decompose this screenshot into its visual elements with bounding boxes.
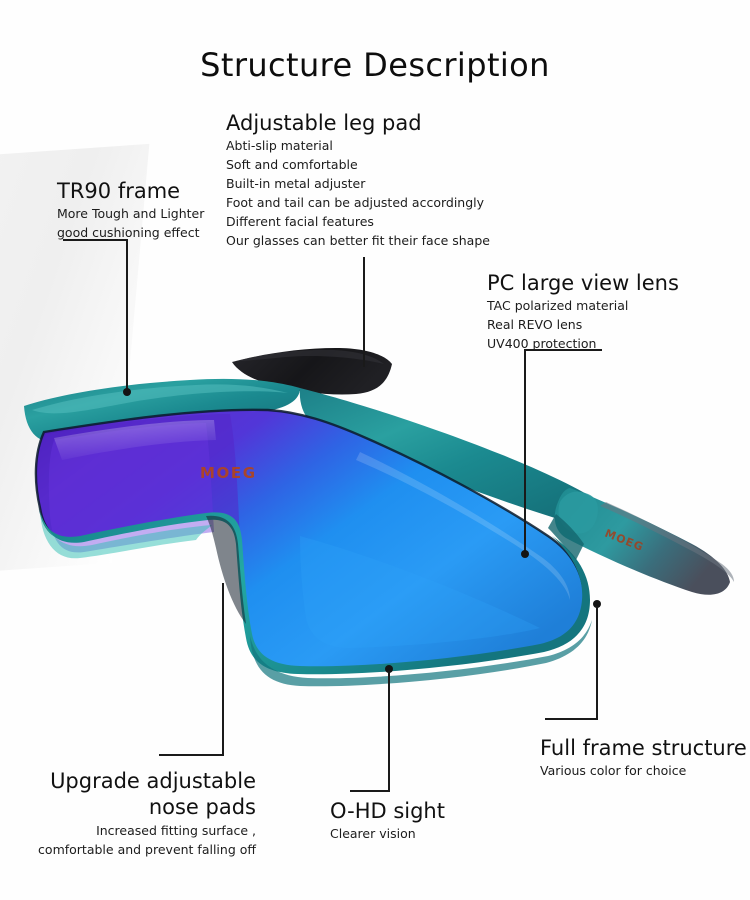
leader-dot-ohd xyxy=(385,665,393,673)
callout-detail-line: Increased fitting surface , xyxy=(96,822,256,838)
callout-detail-line: comfortable and prevent falling off xyxy=(38,841,256,857)
hinge-detail xyxy=(548,514,584,560)
page-title: Structure Description xyxy=(200,46,550,84)
temple-arm-right: MOEG xyxy=(554,488,734,595)
callout-detail-line: Built-in metal adjuster xyxy=(226,176,366,192)
callout-full-frame-structure: Full frame structure Various color for c… xyxy=(540,735,747,780)
callout-detail-line: Soft and comfortable xyxy=(226,157,358,173)
leader-line-ohd-vertical xyxy=(388,671,390,791)
callout-detail-line: Foot and tail can be adjusted accordingl… xyxy=(226,195,485,211)
lens-brand-logo: MOEG xyxy=(200,464,257,482)
leader-dot-tr90 xyxy=(123,388,131,396)
leader-dot-full-frame xyxy=(593,600,601,608)
callout-heading: Adjustable leg pad xyxy=(226,111,422,135)
leader-line-nose-pads-horizontal xyxy=(159,754,224,756)
frame-lower-rim xyxy=(38,506,592,687)
callout-detail-line: UV400 protection xyxy=(487,336,597,352)
callout-detail-line: TAC polarized material xyxy=(487,298,629,314)
leader-line-tr90-horizontal xyxy=(63,239,128,241)
leader-line-ohd-horizontal xyxy=(350,790,390,792)
leader-line-leg-pad-vertical xyxy=(363,257,365,367)
callout-heading: O-HD sight xyxy=(330,799,445,823)
sunglasses-product-image: MOEG MOEG xyxy=(0,336,750,726)
callout-detail-line: Different facial features xyxy=(226,214,374,230)
leader-dot-pc-lens xyxy=(521,550,529,558)
callout-detail-line: More Tough and Lighter xyxy=(57,206,205,222)
leader-line-pc-lens-vertical xyxy=(524,349,526,554)
callout-tr90-frame: TR90 frame More Tough and Lighter good c… xyxy=(57,178,204,242)
leader-line-pc-lens-horizontal xyxy=(524,349,602,351)
callout-detail-line: Clearer vision xyxy=(330,826,416,842)
callout-detail-line: good cushioning effect xyxy=(57,225,200,241)
callout-detail-line: Abti-slip material xyxy=(226,138,333,154)
callout-heading: PC large view lens xyxy=(487,271,679,295)
nose-bridge xyxy=(206,515,246,624)
callout-detail-line: Real REVO lens xyxy=(487,317,583,333)
callout-adjustable-leg-pad: Adjustable leg pad Abti-slip material So… xyxy=(226,110,490,250)
callout-upgrade-adjustable-nose-pads: Upgrade adjustable nose pads Increased f… xyxy=(8,768,256,859)
callout-heading: Full frame structure xyxy=(540,736,747,760)
leader-line-full-frame-horizontal xyxy=(545,718,598,720)
leader-line-tr90-vertical xyxy=(126,239,128,391)
callout-detail-line: Various color for choice xyxy=(540,763,687,779)
callout-detail-line: Our glasses can better fit their face sh… xyxy=(226,233,490,249)
leader-line-nose-pads-vertical xyxy=(222,583,224,755)
leader-line-full-frame-vertical xyxy=(596,606,598,719)
callout-heading: TR90 frame xyxy=(57,179,181,203)
callout-heading: Upgrade adjustable nose pads xyxy=(50,769,256,820)
callout-ohd-sight: O-HD sight Clearer vision xyxy=(330,798,445,843)
callout-pc-large-view-lens: PC large view lens TAC polarized materia… xyxy=(487,270,679,353)
